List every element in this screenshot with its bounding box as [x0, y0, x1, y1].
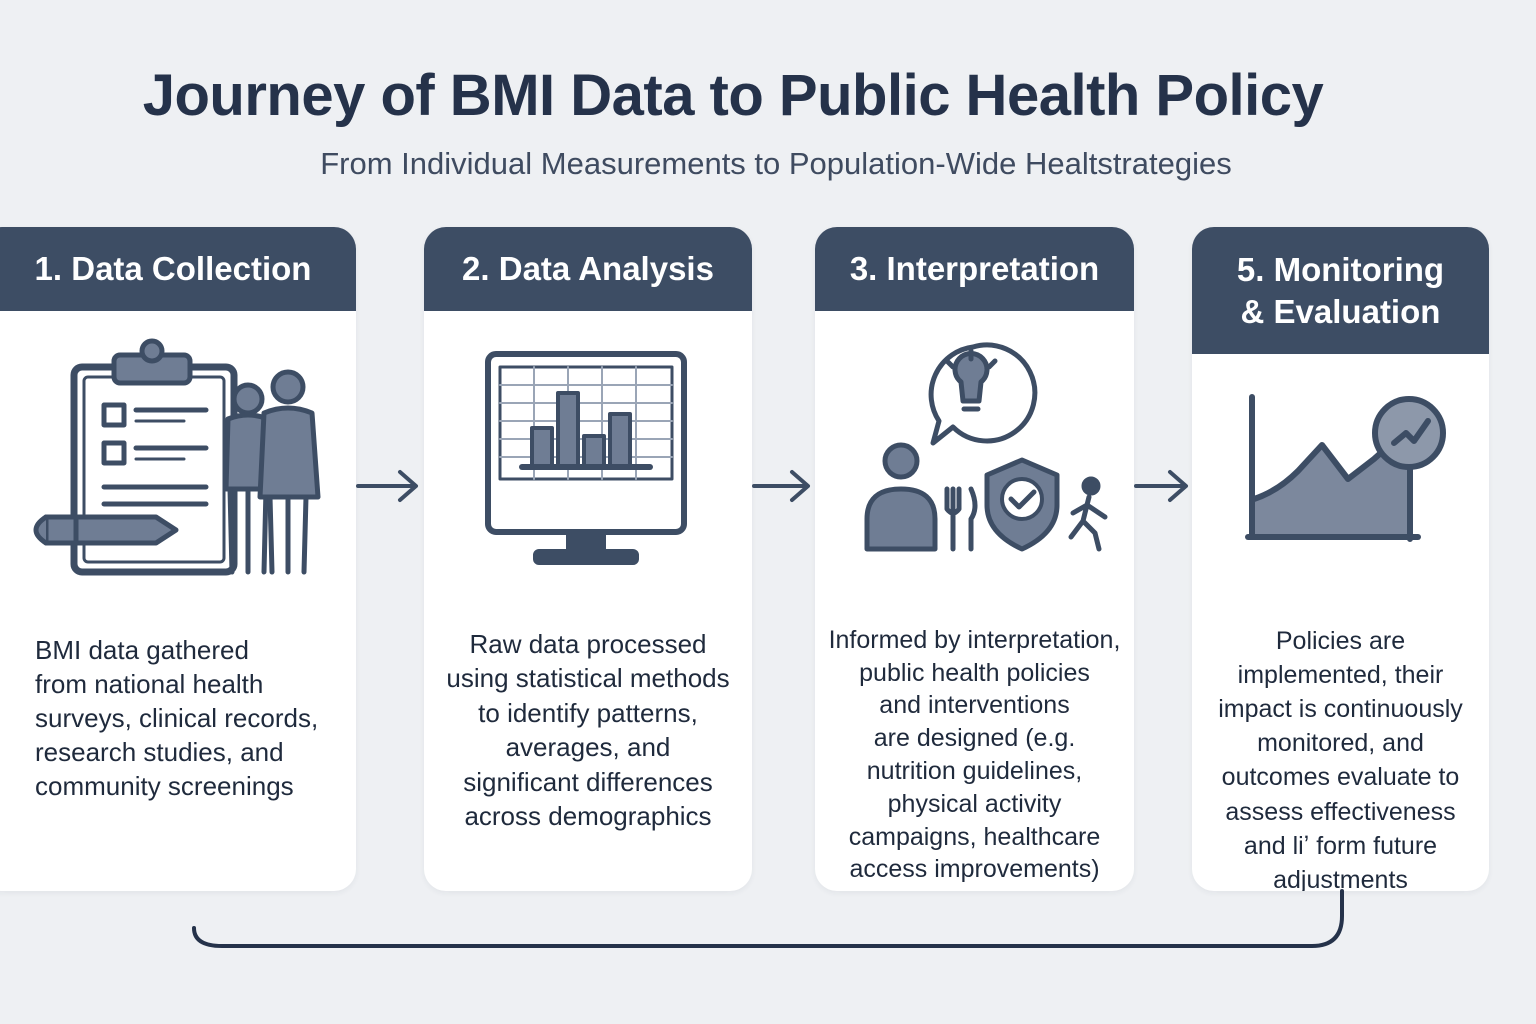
- arrow-right-icon: [752, 470, 810, 502]
- step-description: Policies are implemented, their impact i…: [1192, 590, 1489, 891]
- step-title-label: 1. Data Collection: [34, 250, 312, 287]
- step-description: Raw data processed using statistical met…: [424, 592, 752, 834]
- step-description-text: Raw data processed using statistical met…: [446, 628, 730, 832]
- step-title-label: 3. Interpretation: [849, 250, 1100, 287]
- step-title: 5. Monitoring & Evaluation: [1192, 227, 1489, 354]
- step-card-monitoring-evaluation: 5. Monitoring & Evaluation Policies are …: [1192, 227, 1489, 891]
- step-description-text: BMI data gathered from national health s…: [35, 635, 319, 801]
- step-description: Informed by interpretation, public healt…: [815, 591, 1134, 886]
- arrow-right-icon: [356, 470, 418, 502]
- step-card-interpretation: 3. Interpretation Informed by interpreta…: [815, 227, 1134, 891]
- page-subtitle: From Individual Measurements to Populati…: [320, 146, 1232, 181]
- monitor-bar-chart-icon: [485, 351, 687, 565]
- area-chart-check-icon: [1245, 394, 1446, 542]
- step-card-data-analysis: 2. Data Analysis: [424, 227, 752, 891]
- step-description: BMI data gathered from national health s…: [0, 599, 356, 803]
- step-card-data-collection: 1. Data Collection BMI data: [0, 227, 356, 891]
- arrow-right-icon: [1134, 470, 1188, 502]
- step-title: 2. Data Analysis: [424, 227, 752, 311]
- step-title: 3. Interpretation: [815, 227, 1134, 311]
- clipboard-people-icon: [33, 338, 321, 576]
- page-title: Journey of BMI Data to Public Health Pol…: [142, 63, 1324, 128]
- step-description-text: Policies are implemented, their impact i…: [1218, 627, 1463, 891]
- step-title: 1. Data Collection: [0, 227, 356, 311]
- lightbulb-person-shield-icon: [864, 342, 1108, 552]
- step-title-label: 2. Data Analysis: [462, 250, 714, 287]
- step-description-text: Informed by interpretation, public healt…: [828, 625, 1121, 884]
- step-title-label: 5. Monitoring & Evaluation: [1236, 250, 1445, 330]
